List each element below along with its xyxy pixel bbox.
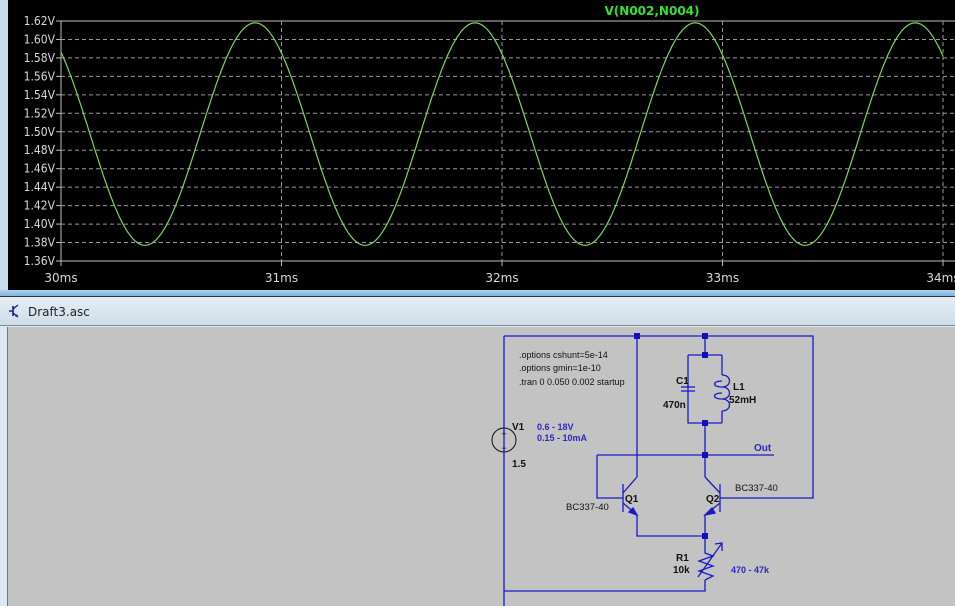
wire[interactable] [687, 355, 722, 424]
y-tick-label: 1.56V [24, 69, 56, 83]
schematic-titlebar[interactable]: Draft3.asc [0, 297, 955, 326]
y-tick-label: 1.38V [24, 236, 56, 250]
l1-name[interactable]: L1 [733, 382, 745, 393]
y-tick-label: 1.50V [24, 125, 56, 139]
y-tick-label: 1.52V [24, 106, 56, 120]
transistor-icon [9, 304, 19, 318]
c1-name[interactable]: C1 [676, 376, 689, 387]
wire[interactable] [636, 515, 705, 537]
v1-value[interactable]: 1.5 [512, 459, 526, 470]
spice-directive[interactable]: .tran 0 0.050 0.002 startup [519, 377, 625, 387]
inductor-l1[interactable] [713, 374, 731, 412]
spice-directive[interactable]: .options gmin=1e-10 [519, 363, 601, 373]
wire[interactable] [596, 455, 623, 499]
voltage-source-v1[interactable]: + − [491, 427, 517, 453]
pane-splitter[interactable] [0, 290, 955, 296]
transistor-q2[interactable] [703, 476, 721, 517]
q2-name[interactable]: Q2 [706, 494, 720, 505]
x-tick-label: 33ms [706, 271, 739, 285]
trace-line [60, 22, 944, 246]
junction-dot [702, 452, 708, 458]
x-tick-label: 30ms [44, 271, 77, 285]
r1-value[interactable]: 10k [673, 565, 690, 576]
y-tick-label: 1.58V [24, 51, 56, 65]
schematic-canvas[interactable]: + − [7, 327, 955, 606]
capacitor-c1[interactable] [681, 385, 695, 392]
y-tick-label: 1.46V [24, 162, 56, 176]
x-tick-label: 31ms [265, 271, 298, 285]
q1-model[interactable]: BC337-40 [566, 502, 609, 513]
y-tick-label: 1.40V [24, 217, 56, 231]
junction-dot [634, 333, 640, 339]
spice-directive[interactable]: .options cshunt=5e-14 [519, 350, 608, 360]
y-tick-label: 1.42V [24, 199, 56, 213]
y-tick-label: 1.36V [24, 254, 56, 268]
x-tick-label: 34ms [926, 271, 955, 285]
junction-dot [702, 352, 708, 358]
junction-dot [702, 420, 708, 426]
y-tick-label: 1.44V [24, 180, 56, 194]
c1-value[interactable]: 470n [663, 400, 686, 411]
trace-label[interactable]: V(N002,N004) [605, 4, 700, 18]
l1-value[interactable]: 52mH [729, 395, 756, 406]
y-tick-label: 1.48V [24, 143, 56, 157]
r1-note[interactable]: 470 - 47k [731, 565, 770, 575]
x-tick-label: 32ms [485, 271, 518, 285]
waveform-plot-pane[interactable]: 1.62V 1.60V 1.58V 1.56V 1.54V 1.52V 1.50V 1.48V… [0, 0, 955, 290]
schematic-window: Draft3.asc [0, 296, 955, 606]
y-tick-label: 1.60V [24, 32, 56, 46]
y-tick-label: 1.62V [24, 14, 56, 28]
schematic-drawing[interactable]: + − [8, 327, 955, 606]
v1-note[interactable]: 0.6 - 18V [537, 422, 574, 432]
wire[interactable] [504, 580, 706, 592]
q2-model[interactable]: BC337-40 [735, 483, 778, 494]
svg-text:+: + [501, 429, 506, 439]
transistor-q1[interactable] [622, 476, 639, 517]
q1-name[interactable]: Q1 [625, 494, 639, 505]
wire[interactable] [504, 335, 814, 499]
r1-name[interactable]: R1 [676, 553, 689, 564]
y-tick-label: 1.54V [24, 88, 56, 102]
junction-dot [702, 333, 708, 339]
resistor-r1[interactable] [697, 542, 723, 581]
out-net-label[interactable]: Out [754, 443, 772, 454]
waveform-plot[interactable]: 1.62V 1.60V 1.58V 1.56V 1.54V 1.52V 1.50V 1.48V… [8, 0, 955, 290]
v1-note[interactable]: 0.15 - 10mA [537, 433, 588, 443]
schematic-title: Draft3.asc [28, 305, 90, 319]
v1-name[interactable]: V1 [512, 422, 525, 433]
junction-dot [702, 533, 708, 539]
svg-text:−: − [501, 443, 506, 453]
